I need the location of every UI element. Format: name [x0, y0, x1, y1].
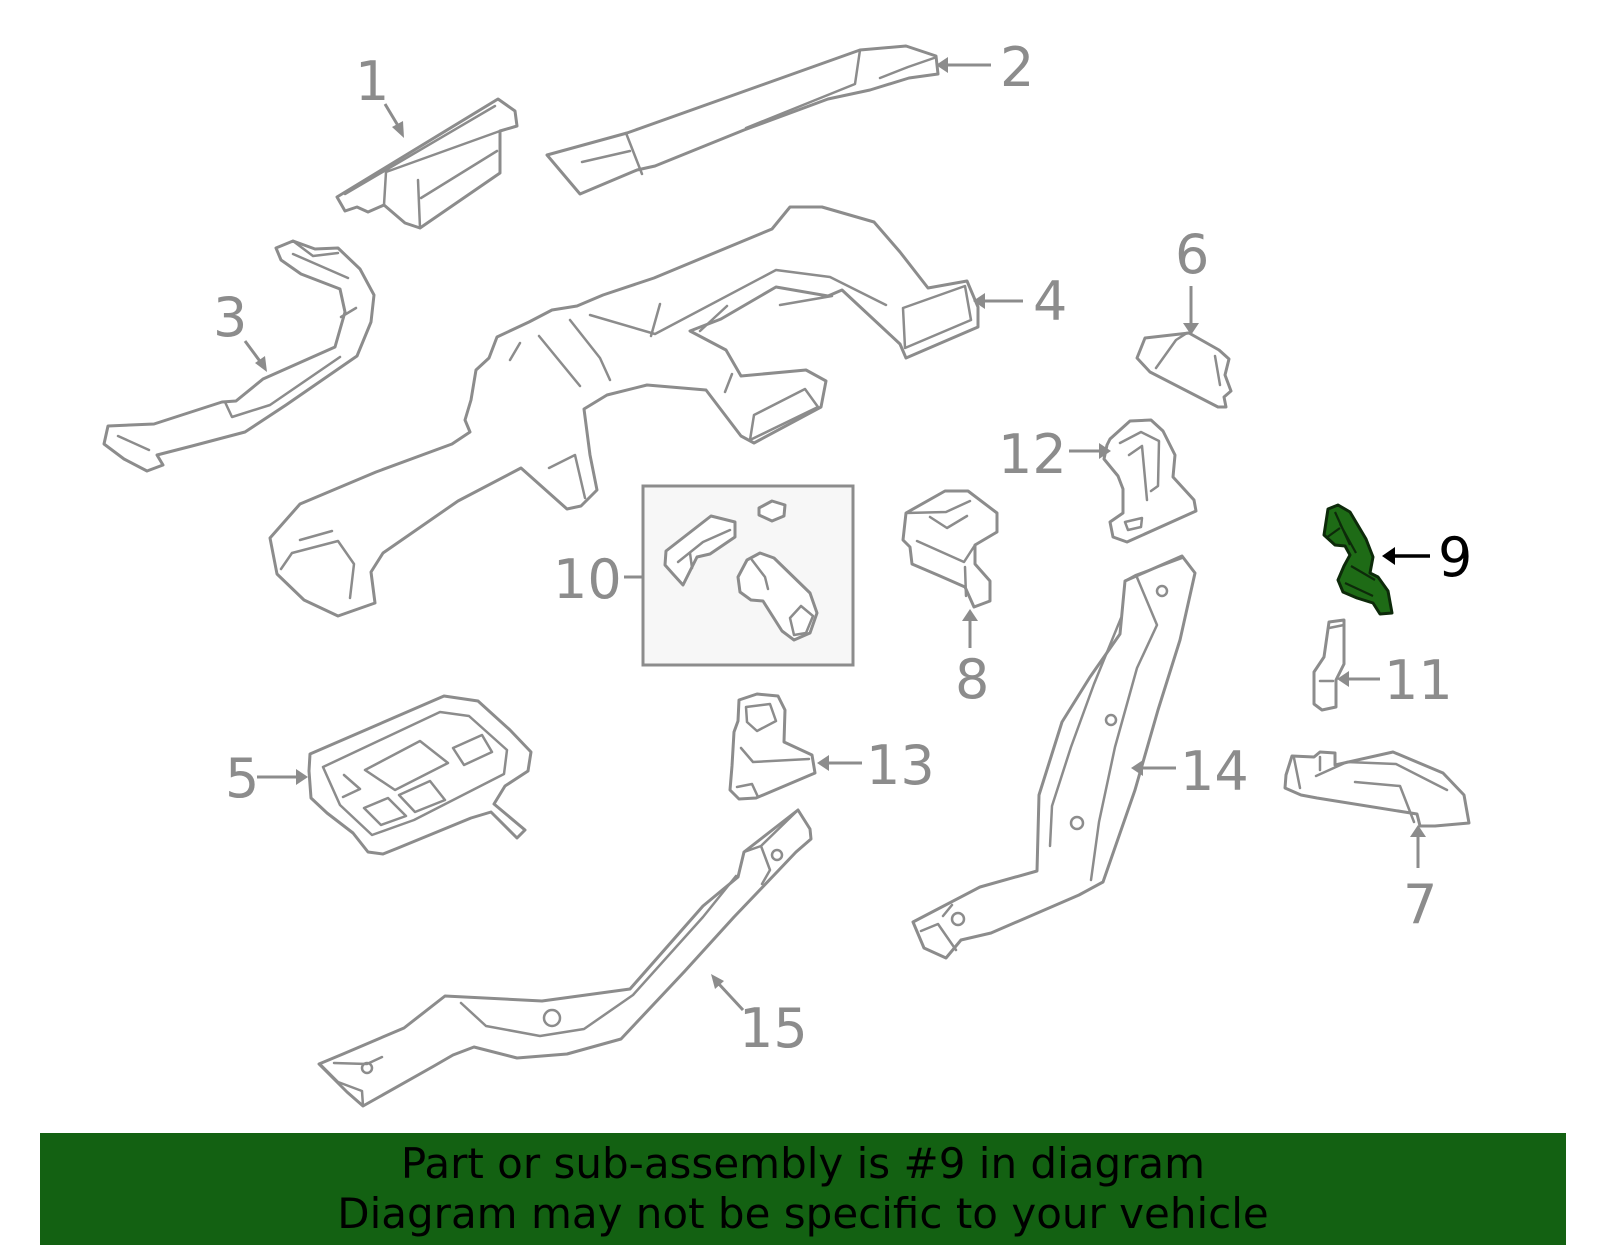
callout-1: 1 [355, 50, 404, 138]
part-12-bracket [1102, 418, 1198, 544]
callout-8: 8 [955, 609, 989, 711]
callout-1-label: 1 [355, 50, 389, 113]
part-10-kit [641, 484, 855, 667]
part-7-duct [1283, 750, 1471, 828]
callout-3-label: 3 [213, 286, 247, 349]
part-5-duct-assembly [307, 694, 533, 856]
callout-10: 10 [553, 548, 643, 611]
part-9-duct-highlighted [1322, 503, 1394, 616]
part-3-duct [102, 239, 376, 473]
info-banner: Part or sub-assembly is #9 in diagram Di… [40, 1133, 1566, 1245]
callout-4: 4 [973, 270, 1067, 333]
callout-11-label: 11 [1384, 649, 1453, 712]
callout-2-label: 2 [1000, 36, 1034, 99]
callout-8-label: 8 [955, 648, 989, 711]
callout-6: 6 [1175, 223, 1209, 335]
part-4-main-duct [268, 205, 980, 618]
callout-10-label: 10 [553, 548, 622, 611]
callout-4-label: 4 [1033, 270, 1067, 333]
callout-9-label: 9 [1438, 526, 1472, 589]
callout-3: 3 [213, 286, 267, 372]
part-13-duct [728, 692, 817, 801]
part-1-duct [335, 97, 519, 230]
part-14-duct [911, 554, 1197, 960]
callout-15-label: 15 [739, 997, 808, 1060]
info-banner-line-2: Diagram may not be specific to your vehi… [337, 1189, 1269, 1238]
callout-15: 15 [711, 974, 808, 1060]
callout-14: 14 [1131, 740, 1249, 803]
callout-12: 12 [998, 423, 1111, 486]
part-8-duct [901, 489, 999, 609]
parts-diagram: 1 2 3 4 5 [102, 36, 1472, 1108]
callout-5-label: 5 [225, 747, 259, 810]
callout-14-label: 14 [1180, 740, 1249, 803]
callout-6-label: 6 [1175, 223, 1209, 286]
callout-2: 2 [936, 36, 1034, 99]
callout-12-label: 12 [998, 423, 1067, 486]
info-banner-line-1: Part or sub-assembly is #9 in diagram [400, 1139, 1206, 1188]
callout-11: 11 [1337, 649, 1453, 712]
callout-7-label: 7 [1403, 873, 1437, 936]
callout-13-label: 13 [866, 734, 935, 797]
part-6-bracket [1135, 331, 1233, 409]
part-11-hose [1312, 618, 1346, 712]
callout-5: 5 [225, 747, 308, 810]
callout-7: 7 [1403, 825, 1437, 936]
part-15-duct [317, 808, 813, 1108]
callout-13: 13 [817, 734, 935, 797]
callout-9: 9 [1382, 526, 1472, 589]
part-2-duct [545, 44, 940, 196]
